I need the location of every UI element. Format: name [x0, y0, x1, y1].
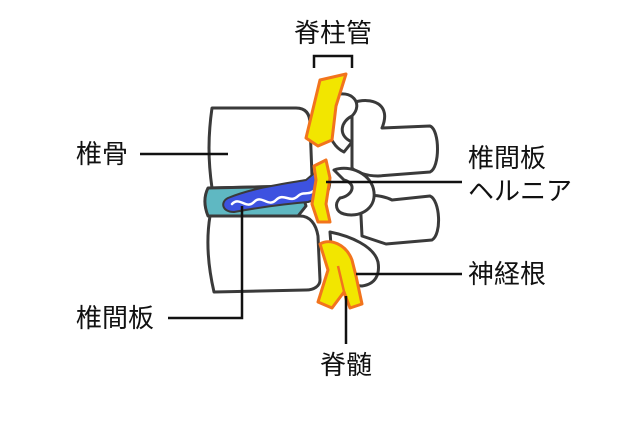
label-spinal-canal: 脊柱管	[294, 19, 372, 49]
label-herniation-line1: 椎間板	[468, 144, 546, 174]
label-herniation-line2: ヘルニア	[468, 177, 572, 207]
upper-spinous-process	[350, 99, 439, 178]
herniation-squiggle	[230, 184, 320, 206]
middle-facet	[332, 166, 376, 217]
nerve-middle	[310, 158, 332, 224]
vertebra-body-lower	[206, 214, 322, 294]
spinal-canal-bracket	[312, 54, 354, 68]
label-disc: 椎間板	[76, 304, 154, 334]
nerve-upper	[304, 72, 348, 148]
label-vertebra: 椎骨	[76, 140, 128, 170]
spinal-cord-center-line	[336, 265, 348, 301]
leader-line-disc	[168, 206, 244, 320]
vertebra-body-upper	[207, 106, 314, 190]
label-spinal-cord: 脊髄	[320, 351, 372, 381]
label-nerve-root: 神経根	[468, 260, 546, 290]
